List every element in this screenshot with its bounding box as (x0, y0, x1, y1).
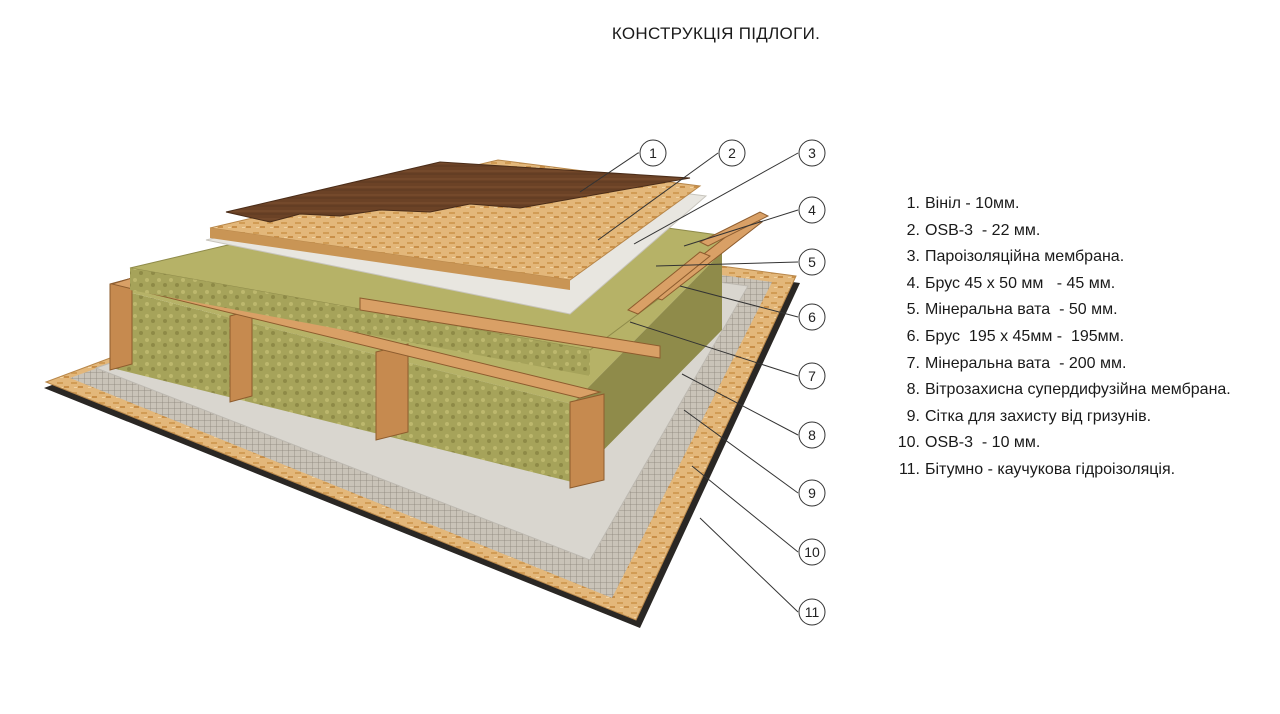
callout-circle-9 (798, 479, 826, 507)
legend-item: 3. Пароізоляційна мембрана. (894, 244, 1231, 271)
callout-circle-3 (798, 139, 826, 167)
legend-item: 7. Мінеральна вата - 200 мм. (894, 351, 1231, 378)
callout-number-5: 5 (808, 254, 816, 270)
callout-number-3: 3 (808, 145, 816, 161)
legend-item: 5. Мінеральна вата - 50 мм. (894, 297, 1231, 324)
legend-number: 3. (906, 248, 920, 266)
callout-number-6: 6 (808, 309, 816, 325)
legend-item: 9. Сітка для захисту від гризунів. (894, 404, 1231, 431)
legend-item: 8. Вітрозахисна супердифузійна мембрана. (894, 377, 1231, 404)
legend-text: Вініл - 10мм. (925, 195, 1020, 212)
leader-5 (655, 261, 799, 267)
callout-circle-6 (798, 303, 826, 331)
legend-text: OSB-3 - 22 мм. (925, 221, 1041, 239)
legend-item: 11. Бітумно - каучукова гідроізоляція. (894, 457, 1231, 484)
leader-lines (579, 152, 799, 613)
leader-4 (683, 209, 799, 247)
legend-number: 5. (906, 301, 920, 319)
osb-22mm-edge (210, 228, 570, 290)
legend-number: 8. (906, 381, 920, 399)
legend-text: Брус 195 x 45мм - 195мм. (925, 327, 1125, 345)
callout-number-1: 1 (649, 145, 657, 161)
legend-number: 7. (906, 354, 920, 372)
legend-text: Вітрозахисна супердифузійна мембрана. (925, 381, 1231, 399)
leader-1 (579, 152, 639, 193)
leader-8 (681, 373, 799, 436)
callout-number-10: 10 (804, 544, 820, 560)
leader-10 (691, 465, 799, 553)
diagram-title: КОНСТРУКЦІЯ ПІДЛОГИ. (611, 24, 821, 43)
leader-6 (679, 285, 799, 318)
mineral-wool-50-side (130, 268, 590, 376)
legend-item: 1. Вініл - 10мм. (894, 191, 1231, 218)
mineral-wool-200-side (112, 288, 572, 482)
legend-text: Бітумно - каучукова гідроізоляція. (925, 460, 1176, 478)
legend-number: 1. (906, 195, 920, 212)
legend-text: Мінеральна вата - 50 мм. (925, 301, 1118, 319)
callout-number-8: 8 (808, 427, 816, 443)
legend-number: 9. (906, 407, 920, 425)
legend-text: Сітка для захисту від гризунів. (925, 407, 1152, 425)
callout-circle-1 (639, 139, 667, 167)
legend-number: 4. (906, 274, 920, 292)
callout-circle-8 (798, 421, 826, 449)
vinyl-layer (225, 161, 691, 223)
callout-circle-4 (798, 196, 826, 224)
layer-legend: 1. Вініл - 10мм. 2. OSB-3 - 22 мм. 3. Пароі… (894, 191, 1231, 484)
callout-markers (639, 139, 826, 626)
callout-number-2: 2 (728, 145, 736, 161)
callout-circle-7 (798, 362, 826, 390)
legend-number: 11. (898, 460, 920, 478)
battens-45x50 (359, 211, 770, 359)
leader-9 (683, 409, 799, 494)
legend-number: 2. (906, 221, 920, 239)
leader-11 (699, 517, 799, 613)
callout-number-4: 4 (808, 202, 816, 218)
legend-item: 10. OSB-3 - 10 мм. (894, 430, 1231, 457)
callout-circle-11 (798, 598, 826, 626)
callout-circle-5 (798, 248, 826, 276)
leader-3 (633, 152, 799, 245)
legend-text: Пароізоляційна мембрана. (925, 248, 1125, 266)
callout-number-9: 9 (808, 485, 816, 501)
callout-circle-2 (718, 139, 746, 167)
legend-item: 4. Брус 45 x 50 мм - 45 мм. (894, 271, 1231, 298)
callout-number-7: 7 (808, 368, 816, 384)
leader-7 (629, 321, 799, 377)
legend-text: OSB-3 - 10 мм. (925, 434, 1041, 452)
legend-text: Брус 45 x 50 мм - 45 мм. (925, 274, 1116, 292)
legend-item: 2. OSB-3 - 22 мм. (894, 218, 1231, 245)
legend-item: 6. Брус 195 x 45мм - 195мм. (894, 324, 1231, 351)
callout-number-11: 11 (805, 604, 820, 620)
callout-circle-10 (798, 538, 826, 566)
floor-construction-diagram: 1 2 3 4 5 6 7 8 9 10 11 (44, 139, 826, 628)
legend-text: Мінеральна вата - 200 мм. (925, 354, 1127, 372)
legend-number: 10. (897, 434, 920, 452)
legend-number: 6. (906, 327, 920, 345)
leader-2 (597, 152, 719, 241)
mineral-wool-200-end (572, 252, 722, 482)
